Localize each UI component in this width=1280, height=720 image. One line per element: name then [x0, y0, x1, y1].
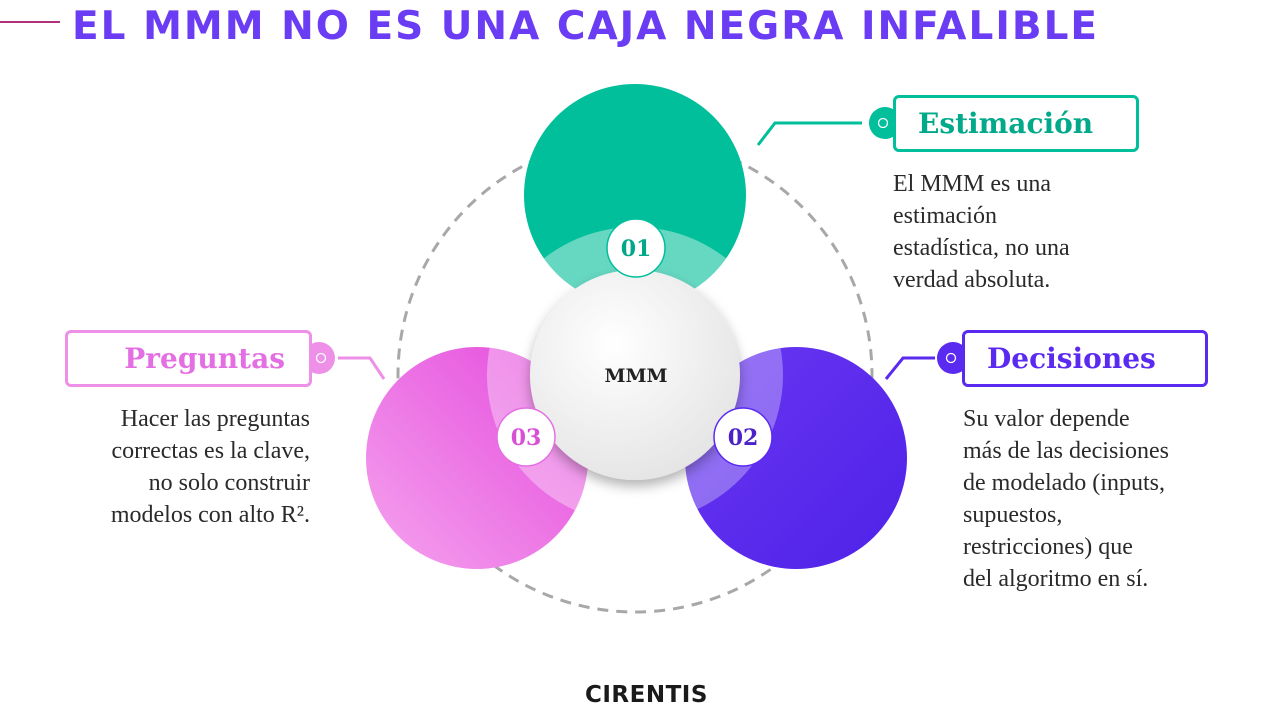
desc-line: Su valor depende [963, 406, 1130, 432]
circle-estimacion [524, 84, 746, 306]
cirentis-logo: CIRENTIS [585, 682, 708, 708]
desc-line: del algoritmo en sí. [963, 566, 1149, 592]
badge-03-number: 03 [511, 425, 542, 451]
desc-line: El MMM es una [893, 171, 1051, 197]
desc-line: restricciones) que [963, 534, 1133, 560]
title-accent-line [0, 21, 60, 23]
badge-01-number: 01 [621, 236, 652, 262]
connector-decisiones [884, 356, 935, 380]
desc-line: estadística, no una [893, 235, 1070, 261]
label-estimacion: Estimación [893, 95, 1139, 152]
desc-line: de modelado (inputs, [963, 470, 1165, 496]
connector-estimacion [756, 121, 862, 146]
badge-03 [496, 407, 556, 467]
page-title: EL MMM NO ES UNA CAJA NEGRA INFALIBLE [72, 4, 1100, 49]
desc-line: modelos con alto R². [110, 502, 310, 528]
desc-estimacion: El MMM es una estimación estadística, no… [893, 168, 1070, 296]
desc-line: no solo construir [148, 470, 310, 496]
desc-decisiones: Su valor depende más de las decisiones d… [963, 403, 1169, 595]
desc-line: verdad absoluta. [893, 267, 1051, 293]
desc-line: Hacer las preguntas [120, 406, 310, 432]
tab-decisiones [937, 342, 969, 374]
badge-02-number: 02 [728, 425, 759, 451]
desc-line: correctas es la clave, [111, 438, 310, 464]
center-label: MMM [604, 365, 667, 387]
badge-02 [713, 407, 773, 467]
desc-line: más de las decisiones [963, 438, 1169, 464]
connector-preguntas [338, 356, 386, 380]
desc-preguntas: Hacer las preguntas correctas es la clav… [111, 403, 310, 531]
center-circle [530, 270, 740, 480]
label-decisiones: Decisiones [962, 330, 1208, 387]
circle-preguntas [366, 347, 588, 569]
label-preguntas: Preguntas [65, 330, 312, 387]
dashed-ring [396, 136, 874, 614]
badge-01 [606, 218, 666, 278]
desc-line: supuestos, [963, 502, 1063, 528]
circle-decisiones [685, 347, 907, 569]
desc-line: estimación [893, 203, 997, 229]
